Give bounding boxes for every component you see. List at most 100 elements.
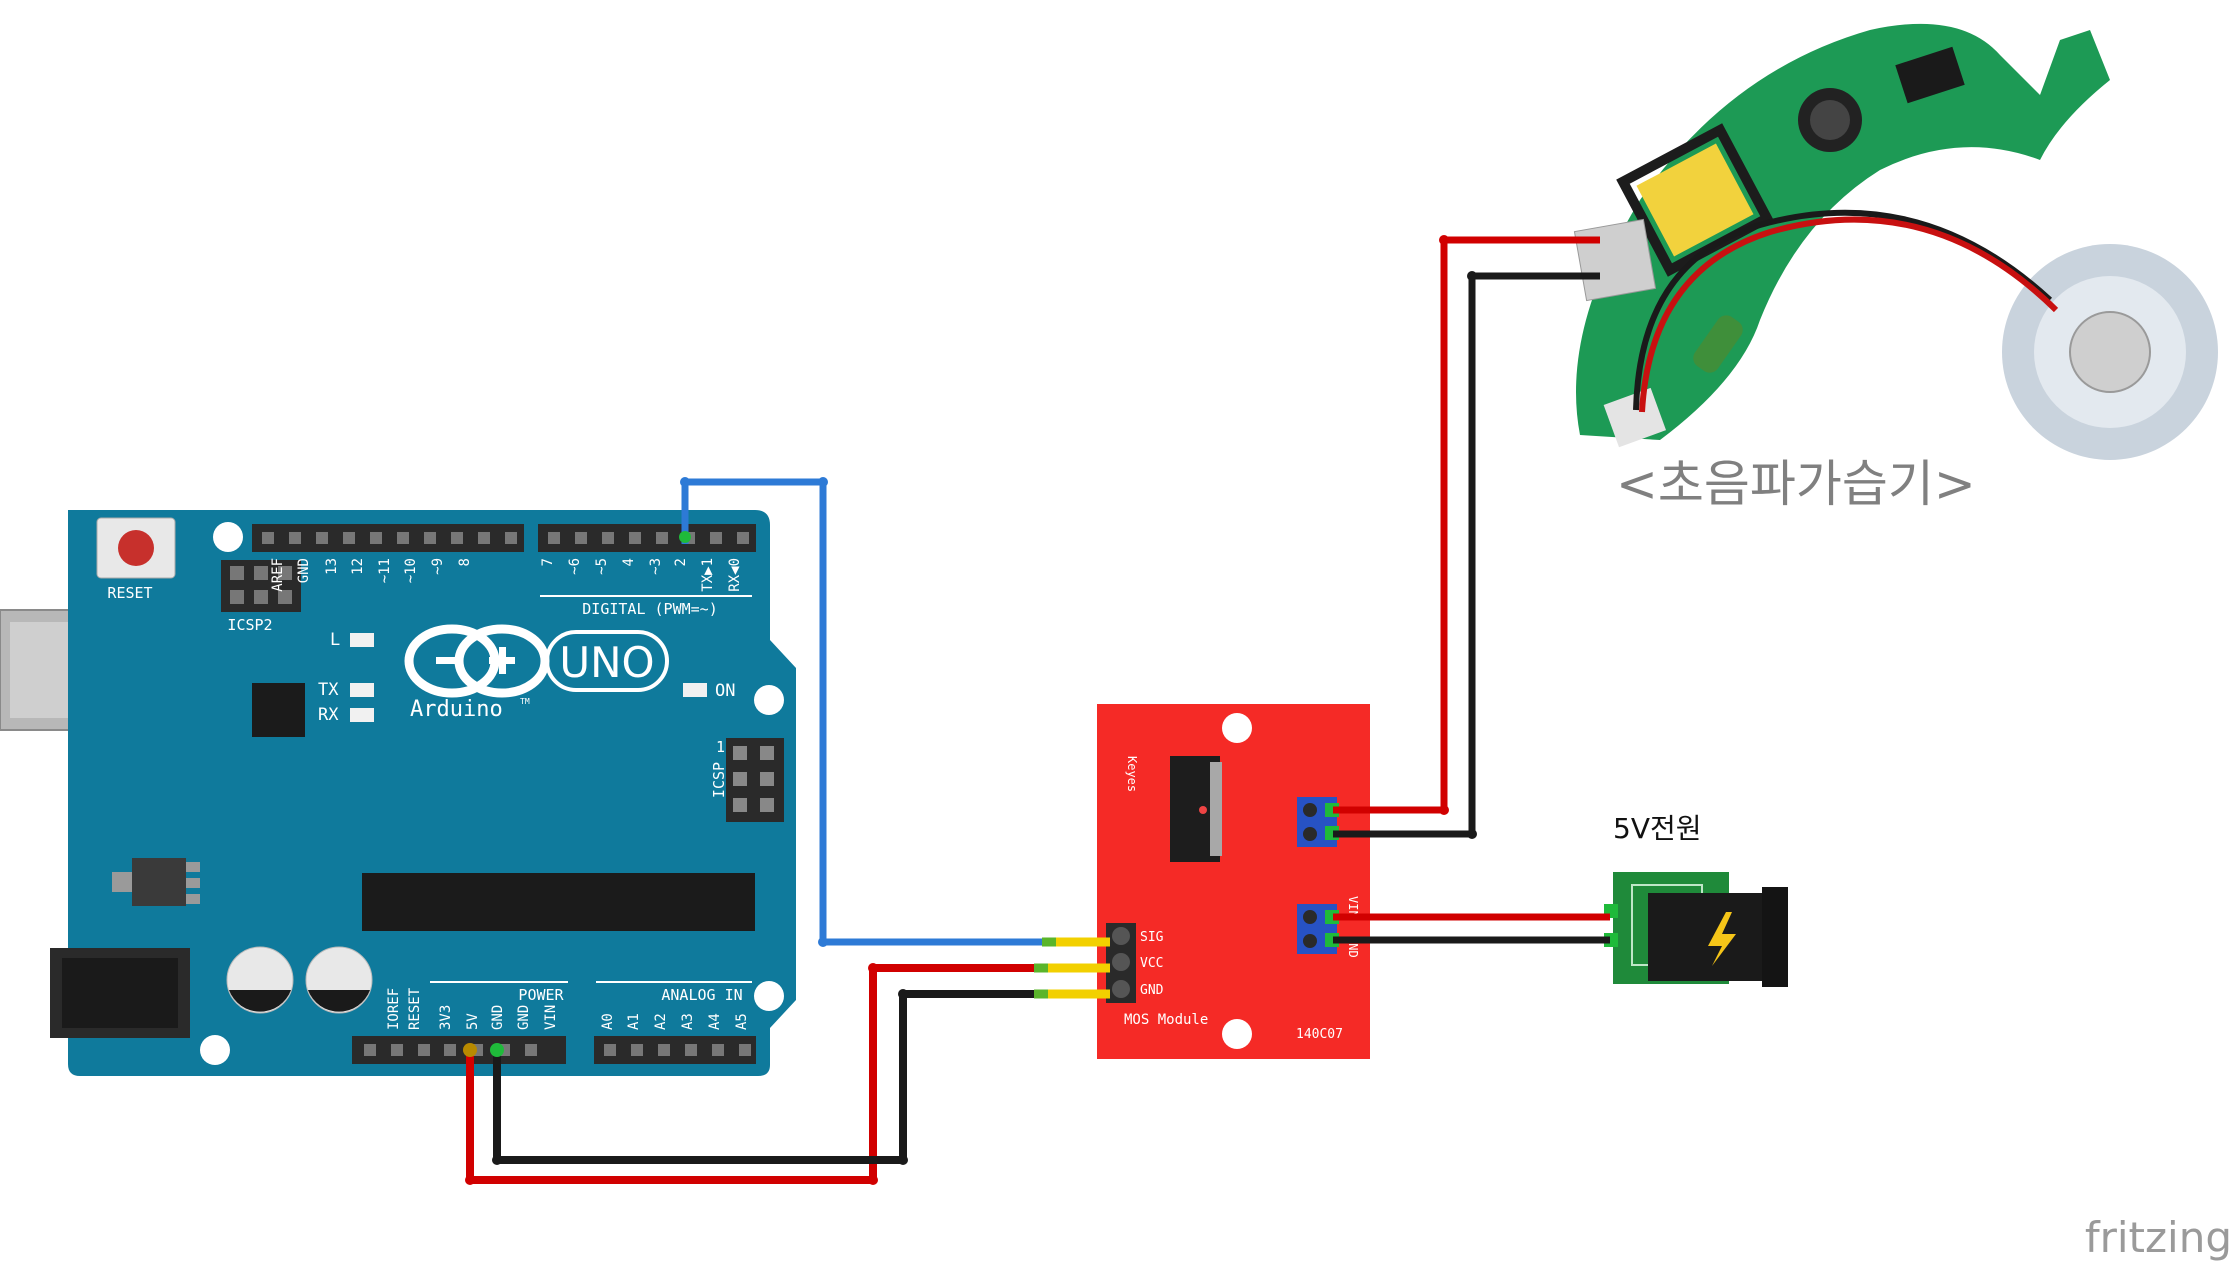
digital-pin-label: ~6 — [567, 558, 583, 575]
power-pin-label: 3V3 — [438, 1005, 454, 1030]
header-socket — [685, 1044, 697, 1056]
digital-pin-label: RX◀0 — [727, 558, 743, 592]
header-socket — [631, 1044, 643, 1056]
header-socket — [364, 1044, 376, 1056]
keyes-label: Keyes — [1125, 756, 1139, 792]
vin-label: VIN — [1346, 896, 1360, 918]
mos-module-board — [1097, 704, 1370, 1059]
header-socket — [505, 532, 517, 544]
analog-pin-label: A2 — [653, 1013, 669, 1030]
icsp2-header — [221, 560, 301, 612]
humidifier-label: <초음파가습기> — [1616, 455, 1976, 513]
digital-header-right — [538, 524, 756, 552]
fritzing-brand: fritzing — [2085, 1213, 2232, 1262]
digital-label: DIGITAL (PWM=~) — [582, 600, 717, 618]
header-socket — [418, 1044, 430, 1056]
board-body — [68, 510, 796, 1076]
analog-pin-label: A1 — [626, 1013, 642, 1030]
module-code: 140C07 — [1296, 1027, 1343, 1042]
icsp-label: ICSP — [710, 762, 728, 798]
icsp-pin1-label: 1 — [716, 738, 725, 756]
capacitor — [305, 946, 373, 1014]
digital-pin-label: 12 — [350, 558, 366, 575]
header-socket — [710, 532, 722, 544]
digital-pin-label: 4 — [621, 558, 637, 566]
led-tx — [350, 683, 374, 697]
reset-label: RESET — [107, 584, 152, 602]
header-socket — [602, 532, 614, 544]
header-socket — [391, 1044, 403, 1056]
analog-header — [594, 1036, 756, 1064]
digital-pin-label: 13 — [324, 558, 340, 575]
digital-pin-label: 8 — [457, 558, 473, 566]
header-socket — [658, 1044, 670, 1056]
pin-sig-label: SIG — [1140, 930, 1164, 945]
digital-pin-label: AREF — [270, 558, 286, 592]
inductor — [1693, 315, 1743, 373]
wires — [463, 235, 1610, 1185]
icsp-header — [726, 738, 784, 822]
mount-hole — [754, 981, 784, 1011]
header-socket — [548, 532, 560, 544]
mos-module: Keyes VIN GND SIG V — [1097, 704, 1370, 1059]
digital-pin-label: GND — [296, 558, 312, 583]
power-pin-label: IOREF — [386, 988, 402, 1030]
power-jack — [1604, 872, 1788, 987]
module-title: MOS Module — [1124, 1012, 1208, 1028]
mount-hole — [213, 522, 243, 552]
analog-label: ANALOG IN — [661, 986, 742, 1004]
led-l — [350, 633, 374, 647]
digital-pin-label: ~3 — [648, 558, 664, 575]
humidifier-module — [1573, 23, 2218, 460]
header-socket — [712, 1044, 724, 1056]
led-tx-label: TX — [318, 680, 339, 700]
dc-barrel-jack — [50, 948, 190, 1038]
header-socket — [397, 532, 409, 544]
uno-label: UNO — [559, 638, 654, 687]
digital-pin-label: TX▶1 — [700, 558, 716, 592]
wire-out-red — [1333, 236, 1600, 814]
header-socket — [525, 1044, 537, 1056]
led-on — [683, 683, 707, 697]
power-pin-label: GND — [516, 1005, 532, 1030]
digital-pin-label: 2 — [673, 558, 689, 566]
uno-badge — [545, 630, 669, 692]
led-rx — [350, 708, 374, 722]
mount-hole — [200, 1035, 230, 1065]
header-socket — [343, 532, 355, 544]
header-socket — [316, 532, 328, 544]
pin-gnd-label: GND — [1140, 983, 1164, 998]
header-socket — [424, 532, 436, 544]
digital-pin-label: ~11 — [377, 558, 393, 583]
trademark: TM — [520, 697, 530, 706]
analog-pin-label: A0 — [600, 1013, 616, 1030]
header-socket — [575, 532, 587, 544]
digital-pin-label: ~10 — [403, 558, 419, 583]
header-socket — [739, 1044, 751, 1056]
wire-out-black — [1333, 272, 1600, 838]
header-socket — [478, 532, 490, 544]
ic-chip — [1895, 46, 1965, 104]
analog-pin-label: A3 — [680, 1013, 696, 1030]
input-terminal — [1297, 904, 1339, 954]
header-socket — [656, 532, 668, 544]
header-socket — [289, 532, 301, 544]
mount-hole — [1222, 713, 1252, 743]
signal-header — [1106, 923, 1136, 1003]
digital-pin-label: ~9 — [430, 558, 446, 575]
usb-chip — [252, 683, 305, 737]
led-rx-label: RX — [318, 705, 339, 725]
analog-pin-label: A4 — [707, 1013, 723, 1030]
mount-hole — [754, 685, 784, 715]
header-socket — [262, 532, 274, 544]
analog-pin-label: A5 — [734, 1013, 750, 1030]
digital-pin-label: 7 — [540, 558, 556, 566]
header-socket — [451, 532, 463, 544]
transformer — [1636, 143, 1754, 257]
brand-arduino: Arduino — [410, 697, 503, 722]
lightning-icon — [1708, 912, 1736, 966]
arduino-logo: UNO — [404, 624, 669, 698]
